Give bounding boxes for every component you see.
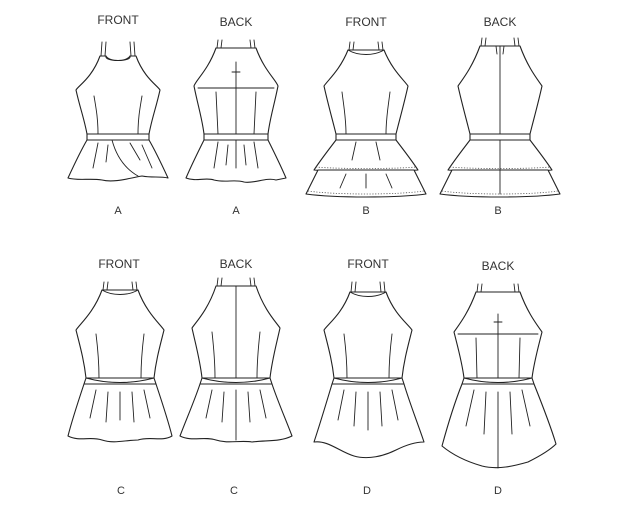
- garment-a-back: [185, 39, 287, 183]
- letter-b-back: B: [494, 205, 501, 217]
- letter-c-front: C: [117, 485, 125, 497]
- garment-d-front: [313, 281, 425, 459]
- view-label-b-back: BACK: [484, 15, 517, 29]
- garment-a-front: [67, 41, 169, 182]
- garment-b-back: [439, 37, 561, 198]
- letter-c-back: C: [230, 485, 238, 497]
- garment-b-front: [305, 41, 427, 198]
- letter-b-front: B: [362, 205, 369, 217]
- letter-a-front: A: [114, 205, 122, 217]
- letter-d-front: D: [363, 485, 371, 497]
- view-label-a-back: BACK: [220, 15, 253, 29]
- view-label-a-front: FRONT: [97, 13, 139, 27]
- view-label-c-front: FRONT: [98, 257, 140, 271]
- view-label-d-back: BACK: [482, 259, 515, 273]
- letter-a-back: A: [232, 205, 240, 217]
- garment-c-front: [67, 281, 173, 443]
- view-label-c-back: BACK: [220, 257, 253, 271]
- view-label-d-front: FRONT: [347, 257, 389, 271]
- garment-c-back: [179, 277, 293, 443]
- garment-d-back: [441, 283, 557, 469]
- letter-d-back: D: [494, 485, 502, 497]
- view-label-b-front: FRONT: [345, 15, 387, 29]
